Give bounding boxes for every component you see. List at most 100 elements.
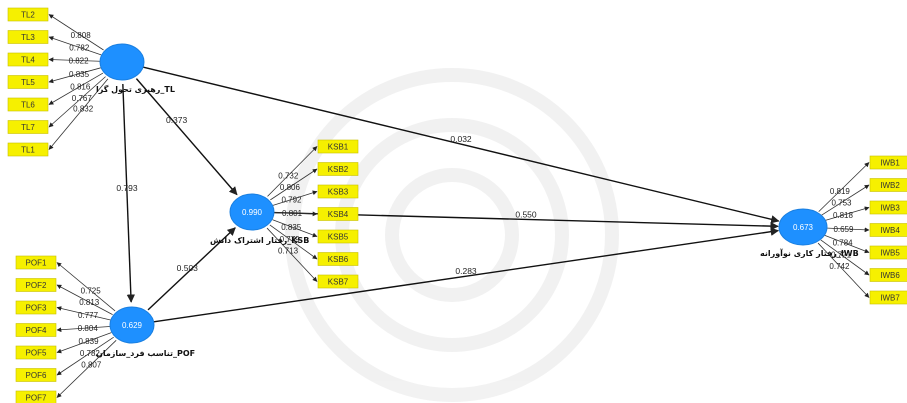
loading-value-pof1: 0.725: [81, 287, 102, 296]
loading-arrow-pof2: [56, 284, 113, 316]
indicator-box-iwb4: [869, 223, 907, 237]
indicator-box-pof1: [15, 255, 57, 270]
loading-arrow-iwb6: [820, 239, 870, 276]
loading-arrow-iwb7: [817, 242, 870, 298]
loading-value-ksb2: 0.806: [280, 183, 301, 192]
loading-arrow-pof4: [56, 326, 111, 333]
loading-arrow-iwb1: [818, 162, 870, 212]
indicator-box-iwb2: [869, 178, 907, 192]
loading-value-iwb3: 0.818: [833, 211, 854, 220]
indicator-box-pof4: [15, 323, 57, 337]
loading-value-ksb7: 0.713: [278, 247, 299, 256]
indicator-label-pof7: POF7: [26, 394, 47, 403]
indicator-box-iwb6: [869, 268, 907, 282]
loading-value-tl5: 0.835: [69, 70, 90, 79]
construct-label-iwb: رفتار کاری نوآورانه_IWB: [760, 248, 859, 258]
indicator-label-ksb5: KSB5: [328, 233, 349, 242]
background-watermark: [285, 68, 619, 402]
path-arrow-tl-ksb: [135, 78, 238, 196]
indicator-label-iwb5: IWB5: [880, 249, 900, 258]
indicator-box-iwb7: [869, 290, 907, 305]
path-arrow-pof-iwb: [153, 227, 780, 323]
path-coefficient-pof-iwb: 0.283: [455, 266, 477, 276]
indicator-label-ksb2: KSB2: [328, 165, 349, 174]
loading-value-iwb1: 0.819: [830, 187, 851, 196]
loading-arrow-pof5: [56, 332, 112, 354]
loading-value-tl1: 0.832: [73, 105, 94, 114]
loading-value-pof5: 0.839: [79, 337, 100, 346]
path-arrow-tl-pof: [122, 83, 136, 303]
loading-arrow-tl3: [48, 36, 102, 56]
loading-value-ksb5: 0.835: [281, 223, 302, 232]
loading-arrow-iwb3: [823, 206, 870, 222]
loading-value-ksb1: 0.732: [278, 171, 299, 180]
indicator-box-ksb7: [317, 274, 359, 289]
loading-value-tl4: 0.822: [69, 57, 90, 66]
indicator-label-tl7: TL7: [21, 123, 35, 132]
indicator-label-tl2: TL2: [21, 11, 35, 20]
measurement-loadings: 0.8080.7820.8220.8350.8160.7670.8320.732…: [48, 14, 870, 398]
indicator-box-pof2: [15, 278, 57, 292]
indicator-box-tl1: [7, 142, 49, 157]
loading-arrow-pof3: [56, 306, 111, 321]
construct-label-ksb: رفتار اشتراک دانش_KSB: [210, 236, 309, 246]
indicator-box-pof7: [15, 390, 57, 403]
construct-iwb: [778, 208, 828, 246]
construct-label-tl: رهبری تحول گرا_TL: [96, 84, 175, 94]
loading-arrow-tl6: [48, 72, 104, 105]
indicator-box-tl4: [7, 52, 49, 67]
indicator-label-iwb6: IWB6: [880, 271, 900, 280]
indicator-label-iwb7: IWB7: [880, 294, 900, 303]
indicator-box-tl5: [7, 75, 49, 89]
indicator-label-ksb1: KSB1: [328, 143, 349, 152]
loading-value-pof4: 0.804: [78, 324, 99, 333]
path-coefficient-pof-ksb: 0.503: [177, 263, 199, 273]
indicator-label-tl3: TL3: [21, 33, 35, 42]
loading-value-ksb6: 0.779: [280, 235, 301, 244]
indicator-label-tl1: TL1: [21, 146, 35, 155]
indicator-label-iwb1: IWB1: [880, 159, 900, 168]
indicator-label-pof1: POF1: [26, 259, 47, 268]
indicator-box-tl7: [7, 120, 49, 134]
indicator-box-ksb2: [317, 162, 359, 176]
loading-arrow-pof7: [56, 340, 117, 398]
indicator-label-ksb4: KSB4: [328, 210, 349, 219]
path-coefficient-tl-ksb: 0.373: [166, 115, 188, 125]
indicator-box-iwb5: [869, 245, 907, 260]
indicator-label-pof6: POF6: [26, 371, 47, 380]
indicator-label-pof4: POF4: [26, 326, 47, 335]
loading-value-ksb3: 0.792: [281, 196, 302, 205]
path-coefficient-tl-pof: 0.793: [116, 183, 138, 193]
loading-value-pof7: 0.807: [81, 360, 102, 369]
loading-value-pof2: 0.813: [79, 298, 100, 307]
loading-arrow-tl5: [48, 67, 101, 84]
loading-value-tl7: 0.767: [72, 94, 93, 103]
path-arrow-tl-iwb: [143, 66, 780, 224]
indicator-box-pof6: [15, 368, 57, 382]
loading-arrow-pof1: [56, 262, 116, 312]
loading-arrow-tl7: [48, 76, 106, 128]
loading-arrow-tl2: [48, 14, 104, 51]
loading-value-iwb5: 0.784: [833, 238, 854, 247]
loading-value-tl3: 0.782: [69, 43, 90, 52]
indicator-label-pof5: POF5: [26, 349, 47, 358]
construct-r2-pof: 0.629: [122, 321, 143, 330]
path-arrow-pof-ksb: [147, 227, 236, 311]
loading-arrow-iwb5: [823, 234, 870, 254]
indicator-label-pof3: POF3: [26, 304, 47, 313]
loading-arrow-ksb3: [272, 190, 318, 206]
indicator-label-tl4: TL4: [21, 56, 35, 65]
indicator-box-ksb3: [317, 184, 359, 199]
indicator-label-tl6: TL6: [21, 101, 35, 110]
latent-constructs: رهبری تحول گرا_TL 0.990 رفتار اشتراک دانش_…: [96, 43, 859, 358]
loading-arrow-pof6: [56, 336, 114, 376]
indicator-box-tl3: [7, 30, 49, 44]
loading-value-pof6: 0.782: [80, 349, 101, 358]
construct-pof: [109, 306, 155, 344]
construct-r2-ksb: 0.990: [242, 208, 263, 217]
indicator-box-pof3: [15, 300, 57, 315]
loading-arrow-iwb4: [824, 227, 870, 233]
indicator-box-ksb6: [317, 252, 359, 266]
